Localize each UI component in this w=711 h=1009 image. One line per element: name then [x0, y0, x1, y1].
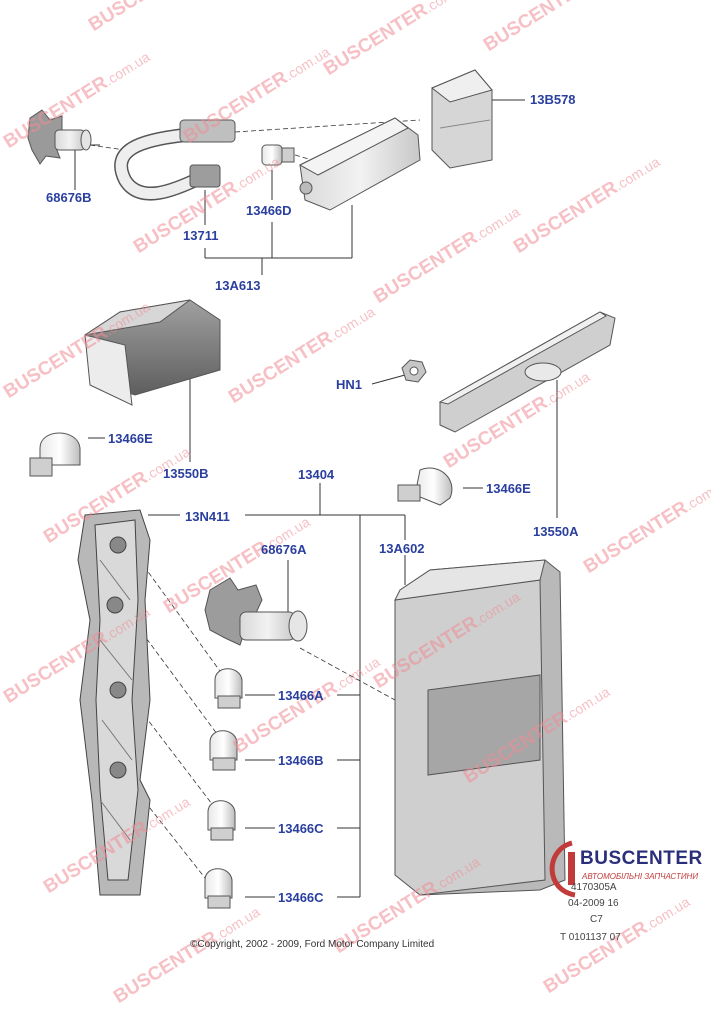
label-13711: 13711 — [183, 228, 219, 243]
logo-mark — [549, 840, 576, 898]
label-13466B: 13466B — [278, 753, 324, 768]
part-68676A-shape — [204, 577, 308, 646]
label-13A602: 13A602 — [379, 541, 425, 556]
buscenter-logo: BUSCENTER АВТОМОБІЛЬНІ ЗАПЧАСТИНИ — [548, 838, 708, 893]
label-13466A: 13466A — [278, 688, 324, 703]
label-13N411: 13N411 — [185, 509, 230, 524]
part-13466E-left-shape — [29, 432, 81, 477]
label-13550A: 13550A — [533, 524, 579, 539]
label-HN1: HN1 — [336, 377, 363, 392]
leader-lines — [74, 99, 558, 898]
ref-code-4: T 0101137 07 — [560, 932, 621, 943]
label-13550B: 13550B — [163, 466, 209, 481]
label-13B578: 13B578 — [530, 92, 576, 107]
ref-code-3: C7 — [590, 914, 603, 925]
label-68676A: 68676A — [261, 542, 307, 557]
part-13A613-shape — [298, 117, 421, 211]
label-13466E-left: 13466E — [108, 431, 153, 446]
part-13N411-shape — [77, 509, 151, 896]
part-13A602-shape — [394, 559, 566, 896]
part-13B578-shape — [431, 69, 493, 169]
label-13466C-1: 13466C — [278, 821, 324, 836]
part-13466E-right-shape — [397, 467, 453, 506]
bulb-13466C-1-shape — [207, 800, 236, 841]
part-68676B-shape — [27, 109, 92, 165]
part-13711-shape — [114, 119, 236, 201]
bulb-13466A-shape — [214, 668, 243, 709]
part-HN1-shape — [401, 359, 427, 383]
label-68676B: 68676B — [46, 190, 92, 205]
label-13466E-right: 13466E — [486, 481, 531, 496]
ref-code-2: 04-2009 16 — [568, 898, 619, 909]
part-13550A-shape — [438, 311, 616, 433]
ref-code-1: 4170305A — [571, 882, 617, 893]
label-13404: 13404 — [298, 467, 335, 482]
label-13466C-2: 13466C — [278, 890, 324, 905]
part-13550B-shape — [84, 299, 221, 406]
copyright-text: ©Copyright, 2002 - 2009, Ford Motor Comp… — [190, 939, 435, 950]
logo-tagline: АВТОМОБІЛЬНІ ЗАПЧАСТИНИ — [582, 872, 699, 881]
logo-brand: BUSCENTER — [580, 848, 703, 869]
label-13A613: 13A613 — [215, 278, 261, 293]
bulb-13466B-shape — [209, 730, 238, 771]
label-13466D: 13466D — [246, 203, 292, 218]
part-13466D-shape — [261, 144, 295, 166]
bulb-13466C-2-shape — [204, 868, 233, 909]
